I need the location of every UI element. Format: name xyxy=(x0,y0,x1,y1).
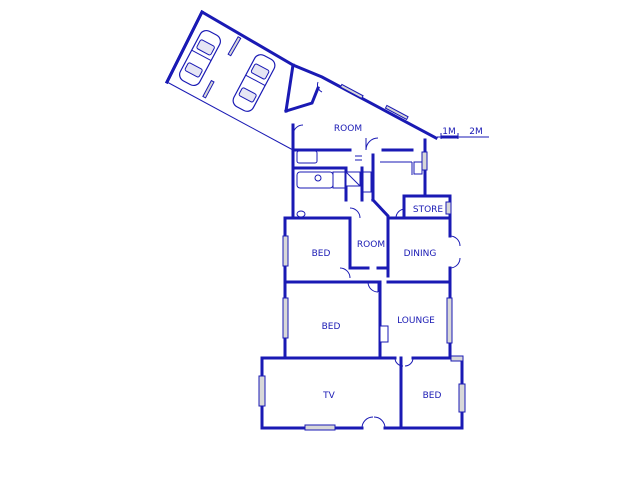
windows xyxy=(258,83,466,431)
scale-label-1m: 1M xyxy=(442,127,456,137)
room-label-room-mid: ROOM xyxy=(357,240,385,250)
room-label-tv: TV xyxy=(322,391,335,401)
room-label-lounge: LOUNGE xyxy=(397,316,435,326)
doors xyxy=(292,81,461,429)
car-right xyxy=(232,54,276,112)
fixtures xyxy=(296,150,423,343)
room-label-bed-upper: BED xyxy=(312,249,331,259)
room-label-bed-middle: BED xyxy=(322,322,341,332)
car-left xyxy=(179,29,221,87)
room-labels: ROOM STORE BED ROOM DINING BED LOUNGE TV… xyxy=(312,124,444,401)
room-label-dining: DINING xyxy=(404,249,437,259)
main-house-walls xyxy=(260,123,464,430)
room-label-store: STORE xyxy=(413,205,444,215)
room-label-room-top: ROOM xyxy=(334,124,362,134)
scale-label-2m: 2M xyxy=(469,127,483,137)
scale-bar: 1M 2M xyxy=(437,127,489,139)
room-label-bed-lower: BED xyxy=(423,391,442,401)
